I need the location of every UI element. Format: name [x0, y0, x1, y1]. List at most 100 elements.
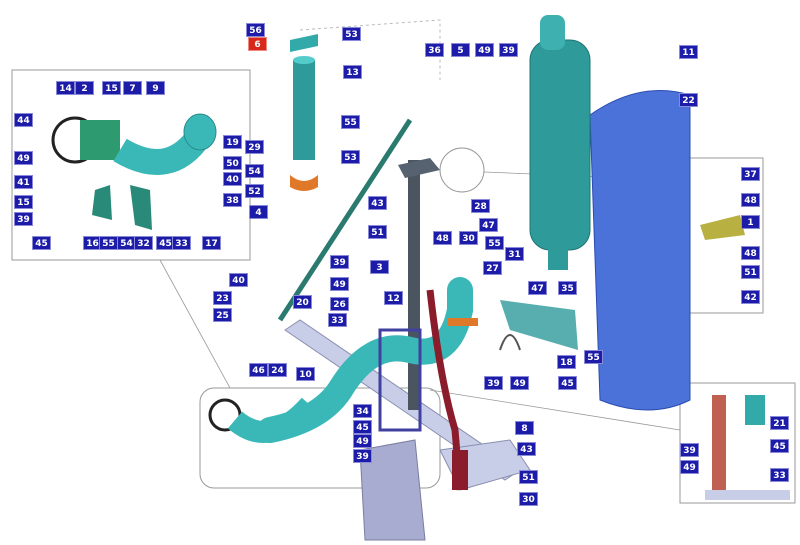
callout-part-15: 15: [102, 81, 121, 95]
callout-part-51: 51: [519, 470, 538, 484]
callout-part-21: 21: [770, 416, 789, 430]
leader-dashed: [299, 19, 441, 80]
callout-part-51: 51: [368, 225, 387, 239]
callout-part-2: 2: [75, 81, 94, 95]
guard-27: [500, 300, 578, 350]
callout-part-36: 36: [425, 43, 444, 57]
callout-part-39: 39: [14, 212, 33, 226]
callout-part-17: 17: [202, 236, 221, 250]
callout-part-55: 55: [485, 236, 504, 250]
callout-part-55: 55: [584, 350, 603, 364]
callout-part-28: 28: [471, 199, 490, 213]
callout-part-49: 49: [330, 277, 349, 291]
u-bolt: [499, 334, 521, 351]
callout-part-49: 49: [680, 460, 699, 474]
callout-part-33: 33: [770, 468, 789, 482]
muffler: [529, 39, 591, 251]
inset-frame-lower: [199, 387, 441, 489]
callout-part-39: 39: [680, 443, 699, 457]
callout-part-56: 56: [246, 23, 265, 37]
callout-part-38: 38: [223, 193, 242, 207]
clamp-29: [290, 175, 318, 191]
heat-shield: [589, 90, 691, 411]
callout-part-34: 34: [353, 404, 372, 418]
callout-part-45: 45: [353, 420, 372, 434]
callout-part-45: 45: [770, 439, 789, 453]
callout-part-4: 4: [249, 205, 268, 219]
callout-part-31: 31: [505, 247, 524, 261]
callout-part-30: 30: [519, 492, 538, 506]
callout-part-49: 49: [353, 434, 372, 448]
callout-part-25: 25: [213, 308, 232, 322]
callout-part-50: 50: [223, 156, 242, 170]
callout-part-44: 44: [14, 113, 33, 127]
rod: [277, 118, 413, 322]
muffler-outlet: [540, 15, 565, 50]
callout-part-16: 16: [83, 236, 102, 250]
callout-part-14: 14: [56, 81, 75, 95]
tailpipe: [293, 60, 315, 160]
callout-part-49: 49: [14, 151, 33, 165]
callout-part-35: 35: [558, 281, 577, 295]
callout-part-9: 9: [146, 81, 165, 95]
callout-part-55: 55: [99, 236, 118, 250]
callout-part-1: 1: [741, 215, 760, 229]
callout-part-23: 23: [213, 291, 232, 305]
callout-part-46: 46: [249, 363, 268, 377]
callout-part-53: 53: [341, 150, 360, 164]
support-bracket: [359, 439, 426, 541]
callout-part-55: 55: [341, 115, 360, 129]
callout-part-18: 18: [557, 355, 576, 369]
callout-part-45: 45: [32, 236, 51, 250]
bar-34: [378, 328, 422, 432]
callout-part-6: 6: [248, 37, 267, 51]
callout-part-13: 13: [343, 65, 362, 79]
callout-part-12: 12: [384, 291, 403, 305]
callout-part-39: 39: [499, 43, 518, 57]
callout-part-32: 32: [134, 236, 153, 250]
muffler-inlet: [548, 245, 568, 270]
callout-part-26: 26: [330, 297, 349, 311]
callout-part-42: 42: [741, 290, 760, 304]
turbo: [80, 120, 120, 160]
red-pipe: [426, 289, 464, 491]
callout-part-47: 47: [528, 281, 547, 295]
callout-part-30: 30: [459, 231, 478, 245]
callout-part-24: 24: [268, 363, 287, 377]
callout-part-48: 48: [741, 193, 760, 207]
callout-part-3: 3: [370, 260, 389, 274]
callout-part-29: 29: [245, 140, 264, 154]
callout-part-20: 20: [293, 295, 312, 309]
callout-part-19: 19: [223, 135, 242, 149]
callout-part-40: 40: [223, 172, 242, 186]
callout-part-22: 22: [679, 93, 698, 107]
clamp-21: [712, 395, 726, 490]
callout-part-54: 54: [245, 164, 264, 178]
callout-part-53: 53: [342, 27, 361, 41]
callout-part-49: 49: [475, 43, 494, 57]
callout-part-48: 48: [433, 231, 452, 245]
callout-part-37: 37: [741, 167, 760, 181]
callout-part-52: 52: [245, 184, 264, 198]
cap-56: [290, 34, 318, 52]
callout-part-43: 43: [517, 442, 536, 456]
callout-part-11: 11: [679, 45, 698, 59]
callout-part-49: 49: [510, 376, 529, 390]
post: [408, 160, 420, 410]
callout-part-5: 5: [451, 43, 470, 57]
callout-part-7: 7: [123, 81, 142, 95]
callout-part-39: 39: [330, 255, 349, 269]
callout-part-33: 33: [328, 313, 347, 327]
red-tube-8: [452, 450, 468, 490]
callout-part-48: 48: [741, 246, 760, 260]
callout-part-15: 15: [14, 195, 33, 209]
callout-part-8: 8: [515, 421, 534, 435]
callout-part-51: 51: [741, 265, 760, 279]
callout-part-10: 10: [296, 367, 315, 381]
callout-part-33: 33: [172, 236, 191, 250]
bracket-1: [700, 215, 745, 240]
callout-part-45: 45: [558, 376, 577, 390]
callout-part-39: 39: [484, 376, 503, 390]
callout-part-27: 27: [483, 261, 502, 275]
